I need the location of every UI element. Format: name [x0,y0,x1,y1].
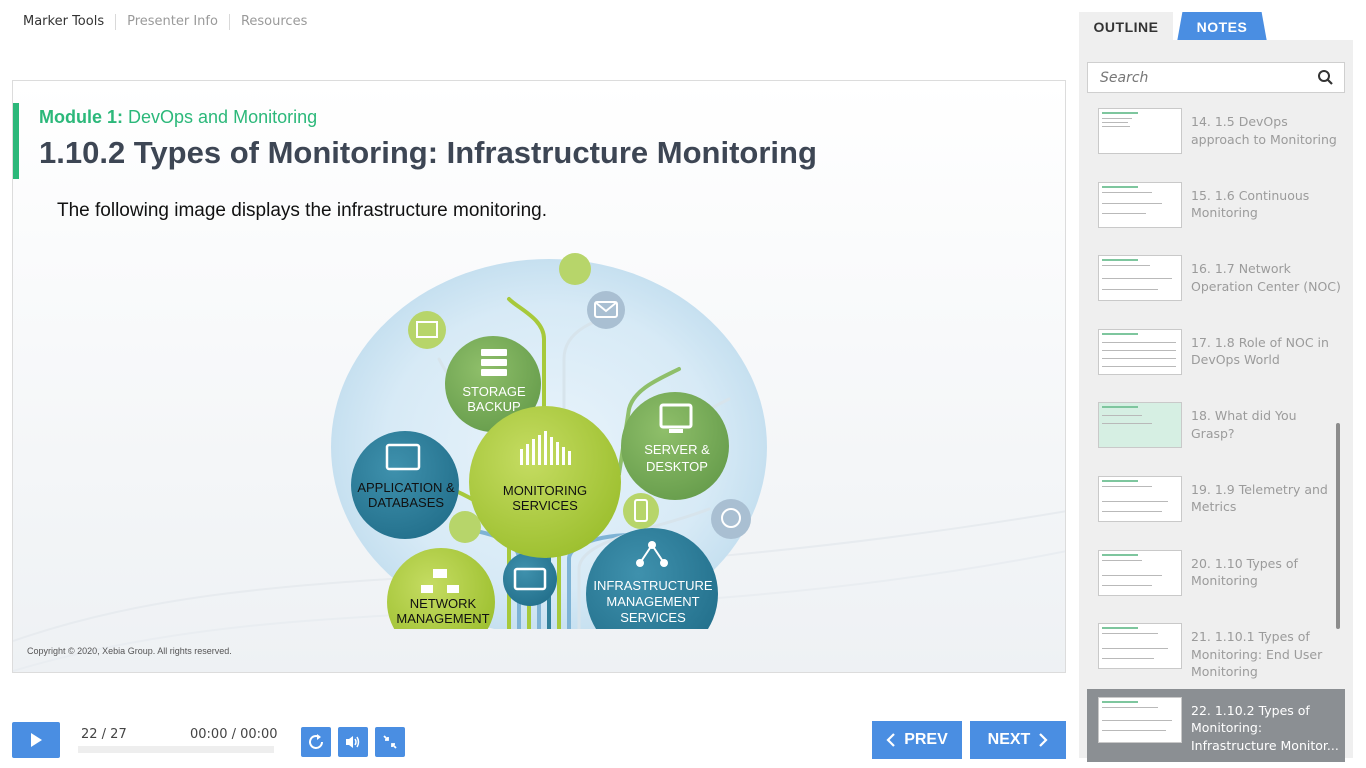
play-button[interactable] [12,722,60,758]
slide-thumbnail [1098,181,1182,228]
network-label-1: NETWORK [410,596,477,611]
collapse-icon [383,735,397,749]
progress-bar[interactable] [78,746,274,753]
outline-item[interactable]: 21. 1.10.1 Types of Monitoring: End User… [1087,615,1345,689]
slide-thumbnail [1098,108,1182,154]
storage-backup-node [445,336,541,432]
prev-button[interactable]: PREV [872,721,962,759]
outline-list: 14. 1.5 DevOps approach to Monitoring 15… [1087,100,1345,763]
slide-thumbnail [1098,696,1182,743]
outline-item-label: 21. 1.10.1 Types of Monitoring: End User… [1191,629,1323,680]
server-desktop-node [621,392,729,500]
outline-item[interactable]: 18. What did You Grasp? [1087,394,1345,468]
infrastructure-label-2: MANAGEMENT [606,594,699,609]
infrastructure-diagram: STORAGE BACKUP SERVER & DESKTOP APPLICAT… [331,253,767,629]
replay-button[interactable] [301,727,331,757]
sidebar-scrollbar[interactable] [1336,423,1340,629]
application-label-1: APPLICATION & [357,480,455,495]
outline-item-label: 18. What did You Grasp? [1191,408,1297,441]
outline-item[interactable]: 17. 1.8 Role of NOC in DevOps World [1087,321,1345,395]
outline-item[interactable]: 19. 1.9 Telemetry and Metrics [1087,468,1345,542]
outline-item-label: 14. 1.5 DevOps approach to Monitoring [1191,114,1337,147]
volume-icon [346,736,360,748]
slide-thumbnail [1098,475,1182,522]
infrastructure-label-3: SERVICES [620,610,686,625]
search-icon[interactable] [1317,69,1334,86]
slide-body-text: The following image displays the infrast… [57,200,548,221]
monitor-icon [503,552,557,606]
replay-icon [309,734,323,749]
menu-marker-tools[interactable]: Marker Tools [23,14,105,29]
tab-notes[interactable]: NOTES [1177,12,1267,42]
search-input[interactable] [1088,63,1308,92]
outline-item-label: 22. 1.10.2 Types of Monitoring: Infrastr… [1191,702,1339,753]
link-icon [449,511,481,543]
collapse-button[interactable] [375,727,405,757]
slide-thumbnail [1098,402,1182,449]
monitoring-label-2: SERVICES [512,498,578,513]
next-label: NEXT [987,731,1031,748]
application-databases-node [351,431,459,539]
outline-item-label: 17. 1.8 Role of NOC in DevOps World [1191,334,1329,368]
tab-outline[interactable]: OUTLINE [1079,12,1173,42]
outline-item-label: 20. 1.10 Types of Monitoring [1191,555,1298,589]
volume-button[interactable] [338,727,368,757]
mobile-icon [623,493,659,529]
server-label-1: SERVER & [644,442,710,457]
prev-label: PREV [904,731,948,748]
next-button[interactable]: NEXT [970,721,1066,759]
search-box [1087,62,1345,93]
chart-icon [408,311,446,349]
server-label-2: DESKTOP [646,459,708,474]
chevron-right-icon [1039,733,1048,747]
outline-item-label: 16. 1.7 Network Operation Center (NOC) [1191,261,1341,294]
module-label: Module 1: [39,107,123,127]
copyright-text: Copyright © 2020, Xebia Group. All right… [27,646,232,656]
storage-label-2: BACKUP [467,399,520,414]
infrastructure-management-node [586,528,718,629]
playback-timer: 00:00 / 00:00 [190,727,278,742]
outline-item[interactable]: 14. 1.5 DevOps approach to Monitoring [1087,100,1345,174]
slide-counter: 22 / 27 [81,727,127,742]
outline-item[interactable]: 20. 1.10 Types of Monitoring [1087,542,1345,616]
outline-item-active[interactable]: 22. 1.10.2 Types of Monitoring: Infrastr… [1087,688,1345,763]
storage-label-1: STORAGE [462,384,526,399]
people-icon [559,253,591,285]
monitoring-services-node [469,406,621,558]
menu-presenter-info[interactable]: Presenter Info [115,14,229,30]
module-heading: Module 1: DevOps and Monitoring [39,107,317,128]
outline-item-label: 15. 1.6 Continuous Monitoring [1191,187,1310,221]
slide-thumbnail [1098,549,1182,596]
slide-thumbnail [1098,623,1182,670]
outline-item[interactable]: 16. 1.7 Network Operation Center (NOC) [1087,247,1345,321]
application-label-2: DATABASES [368,495,444,510]
network-management-node [387,548,495,629]
title-accent-bar [13,103,19,179]
chat-icon [711,499,751,539]
monitoring-label-1: MONITORING [503,483,587,498]
top-menu: Marker Tools Presenter Info Resources [12,12,318,32]
slide-canvas: Module 1: DevOps and Monitoring 1.10.2 T… [12,80,1066,673]
module-name: DevOps and Monitoring [128,107,318,127]
slide-thumbnail [1098,255,1182,302]
outline-item-label: 19. 1.9 Telemetry and Metrics [1191,481,1328,515]
slide-title: 1.10.2 Types of Monitoring: Infrastructu… [39,135,817,170]
chevron-left-icon [886,733,895,747]
outline-item[interactable]: 15. 1.6 Continuous Monitoring [1087,174,1345,248]
play-icon [31,733,42,747]
network-label-2: MANAGEMENT [396,611,489,626]
slide-thumbnail [1098,328,1182,375]
menu-resources[interactable]: Resources [228,14,318,30]
infrastructure-label-1: INFRASTRUCTURE [593,578,712,593]
